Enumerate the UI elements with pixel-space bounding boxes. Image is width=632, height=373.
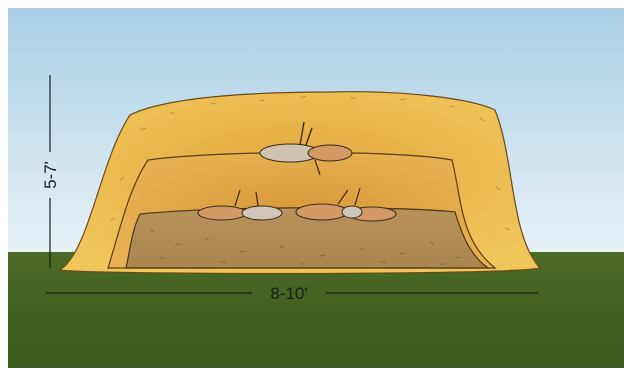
height-label: 5-7' <box>41 161 60 189</box>
width-label: 8-10' <box>270 284 307 303</box>
